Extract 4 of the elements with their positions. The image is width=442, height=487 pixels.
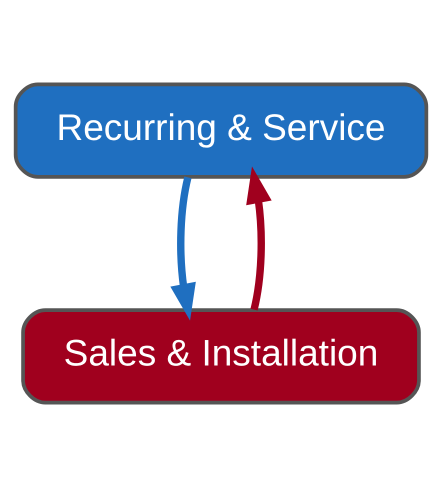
arrow [246, 166, 272, 310]
arrow [170, 176, 196, 321]
node-box: Recurring & Service [14, 82, 428, 179]
node-box: Sales & Installation [21, 308, 421, 404]
